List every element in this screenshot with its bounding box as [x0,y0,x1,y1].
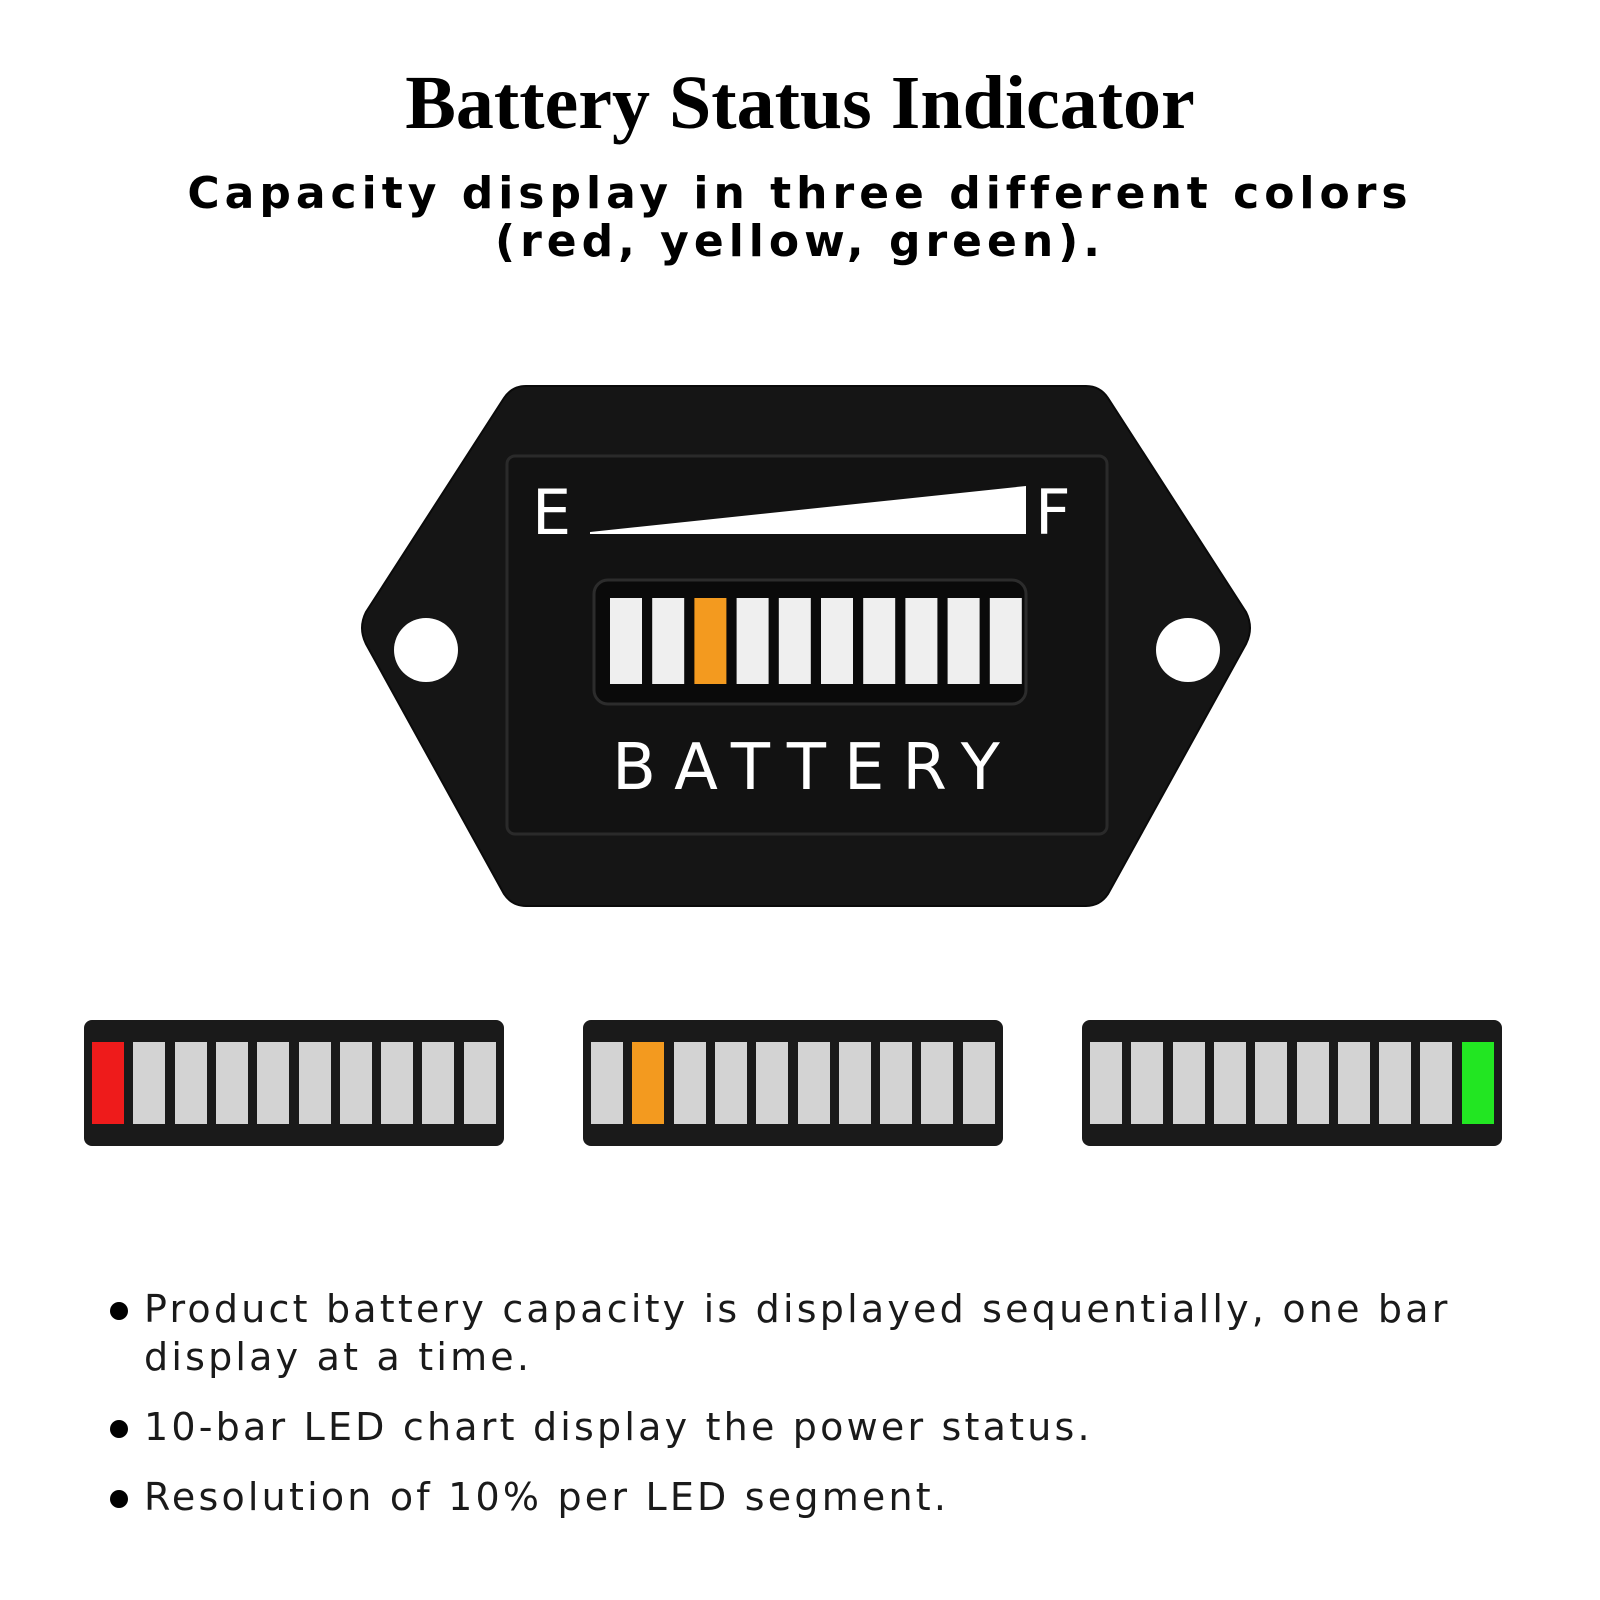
strip-segment [880,1042,913,1124]
feature-text-line: display at a time. [144,1335,533,1379]
page-title: Battery Status Indicator [405,61,1195,145]
strip-segment [339,1042,372,1124]
meter-segment [905,598,938,684]
feature-item: Resolution of 10% per LED segment. [108,1473,1558,1521]
meter-segment [947,598,980,684]
strip-segment [1337,1042,1370,1124]
fuel-wedge [590,486,1026,534]
meter-body [361,385,1251,907]
meter-segment [610,598,642,684]
strip-segment [133,1042,166,1124]
strip-segment [838,1042,871,1124]
subtitle-line-2: (red, yellow, green). [495,216,1105,267]
strip-segment [381,1042,414,1124]
meter-segment [821,598,853,684]
left-mount-hole [394,618,458,682]
strip-segment [1420,1042,1453,1124]
strip-segment [257,1042,290,1124]
strip-segment [673,1042,706,1124]
meter-segment [863,598,896,684]
strip-segment [1090,1042,1122,1124]
strip-segment [1131,1042,1164,1124]
bullet-icon [110,1302,128,1320]
strip-segment [1255,1042,1288,1124]
strip-segment [591,1042,623,1124]
strip-segment [962,1042,995,1124]
page-subtitle: Capacity display in three different colo… [0,170,1600,266]
meter-segment-lit [694,598,727,684]
strip-segment [215,1042,248,1124]
feature-text-line: Product battery capacity is displayed se… [144,1287,1451,1331]
bullet-icon [110,1420,128,1438]
strip-segment [1296,1042,1329,1124]
strip-segment [921,1042,954,1124]
feature-item: Product battery capacity is displayed se… [108,1285,1558,1381]
strip-segment [756,1042,789,1124]
strip-segment-lit [92,1042,124,1124]
meter-segment [989,598,1022,684]
strip-segment [463,1042,496,1124]
feature-item: 10-bar LED chart display the power statu… [108,1403,1558,1451]
meter-segment [652,598,685,684]
empty-label: E [532,476,572,549]
strip-segment [1213,1042,1246,1124]
strip-segment [298,1042,331,1124]
strip-segment [1379,1042,1412,1124]
meter-segment [736,598,769,684]
strip-segment [1172,1042,1205,1124]
subtitle-line-1: Capacity display in three different colo… [187,168,1413,219]
strip-segment-lit [632,1042,665,1124]
right-mount-hole [1156,618,1220,682]
meter-segment [778,598,811,684]
battery-label: BATTERY [612,731,1018,805]
feature-text-line: 10-bar LED chart display the power statu… [144,1405,1093,1449]
battery-meter-image: E F BATTERY [358,380,1254,912]
full-label: F [1035,476,1071,549]
meter-segments [610,598,1022,684]
strip-segment [174,1042,207,1124]
feature-list: Product battery capacity is displayed se… [108,1285,1558,1543]
strip-segment [714,1042,747,1124]
red-level-strip [84,1020,504,1146]
strip-segment [422,1042,455,1124]
strip-segment-lit [1461,1042,1494,1124]
feature-text-line: Resolution of 10% per LED segment. [144,1475,950,1519]
green-level-strip [1082,1020,1502,1146]
strip-segment [797,1042,830,1124]
yellow-level-strip [583,1020,1003,1146]
bullet-icon [110,1490,128,1508]
